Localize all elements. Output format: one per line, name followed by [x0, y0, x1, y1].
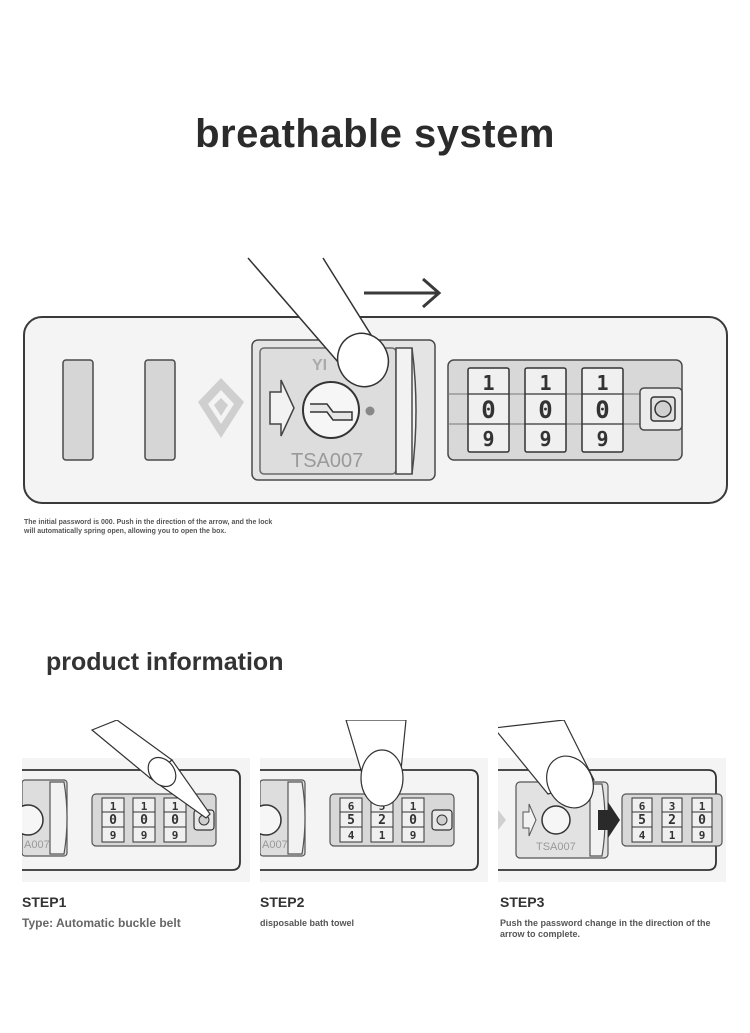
step2-dial-3: 1 0 9 — [401, 797, 425, 843]
dial-2-digit-below: 9 — [539, 427, 551, 451]
step3-description: Push the password change in the directio… — [500, 918, 711, 939]
step3-label: STEP3 — [500, 894, 545, 910]
step1-dial-1: 1 0 9 — [101, 797, 125, 843]
step1-dial-1-digit-below: 9 — [110, 829, 117, 842]
dial-3-digit-above: 1 — [596, 371, 608, 395]
dial-2-digit: 0 — [538, 396, 552, 424]
step2-dial-2-digit: 2 — [378, 813, 386, 828]
dial-1-digit: 0 — [481, 396, 495, 424]
step2-model-text: A007 — [262, 839, 288, 851]
step3-dial-3: 1 0 9 — [691, 797, 713, 843]
step2-dial-1-digit-below: 4 — [348, 829, 355, 842]
step1-model-text: A007 — [24, 839, 50, 851]
step3-dial-2: 3 2 1 — [661, 797, 683, 843]
step2-finger-pointer-icon — [345, 720, 407, 807]
step1-dial-3: 1 0 9 — [163, 797, 187, 843]
instruction-note: The initial password is 000. Push in the… — [24, 519, 273, 535]
step3-dial-2-digit-above: 3 — [669, 800, 676, 813]
dial-3-digit: 0 — [595, 396, 609, 424]
lock-model-text: TSA007 — [291, 450, 363, 472]
step3-dial-1-digit-above: 6 — [639, 800, 646, 813]
step3-dial-3-digit-above: 1 — [699, 800, 706, 813]
step3-dial-2-digit-below: 1 — [669, 829, 676, 842]
strap-slot-right — [144, 359, 176, 461]
step3-dial-2-digit: 2 — [668, 813, 676, 828]
step1-dial-2-digit-below: 9 — [141, 829, 148, 842]
finger-pointer-icon — [247, 257, 390, 388]
step3-slider-arrow-icon — [522, 803, 537, 837]
dial-2-digit-above: 1 — [539, 371, 551, 395]
step3-dial-3-digit: 0 — [698, 813, 706, 828]
step2-label: STEP2 — [260, 894, 305, 910]
dial-1[interactable]: 1 0 9 — [467, 367, 510, 453]
step1-dial-3-digit: 0 — [171, 813, 179, 828]
main-lock-diagram: YI TSA007 1 0 9 1 0 9 1 0 9 — [23, 257, 728, 504]
step1-dial-1-digit: 0 — [109, 813, 117, 828]
step2-dial-3-digit-below: 9 — [410, 829, 417, 842]
tsa-keyhole-icon — [302, 381, 360, 439]
step2-description: disposable bath towel — [260, 918, 355, 928]
step1-dial-3-digit-above: 1 — [172, 800, 179, 813]
lock-brand-text: YI — [312, 357, 327, 374]
step3-dial-1-digit: 5 — [638, 813, 646, 828]
step1-dial-2-digit: 0 — [140, 813, 148, 828]
step3-diagram: TSA007 6 5 4 3 2 1 1 0 9 — [498, 720, 726, 882]
reset-button[interactable] — [639, 387, 683, 431]
step3-dial-1-digit-below: 4 — [639, 829, 646, 842]
step1-label: STEP1 — [22, 894, 67, 910]
indicator-dot — [365, 406, 375, 416]
step1-description: Type: Automatic buckle belt — [22, 916, 181, 930]
slider-arrow-icon — [269, 379, 295, 437]
section-title: product information — [46, 648, 284, 676]
step3-dial-1: 6 5 4 — [631, 797, 653, 843]
step2-dial-3-digit-above: 1 — [410, 800, 417, 813]
step3-model-text: TSA007 — [536, 841, 576, 853]
step1-diagram: A007 1 0 9 1 0 9 1 0 9 — [22, 720, 250, 882]
step1-dial-2: 1 0 9 — [132, 797, 156, 843]
dial-1-digit-above: 1 — [482, 371, 494, 395]
step2-dial-3-digit: 0 — [409, 813, 417, 828]
step2-diagram: A007 6 5 4 5 2 1 1 0 9 — [260, 720, 488, 882]
tsa-diamond-logo-icon — [198, 378, 244, 438]
page-title: breathable system — [195, 112, 555, 156]
step2-dial-1-digit: 5 — [347, 813, 355, 828]
step2-dial-1: 6 5 4 — [339, 797, 363, 843]
dial-1-digit-below: 9 — [482, 427, 494, 451]
step3-dial-3-digit-below: 9 — [699, 829, 706, 842]
dial-2[interactable]: 1 0 9 — [524, 367, 567, 453]
step1-finger-pointer-icon — [90, 720, 211, 819]
step3-push-arrow-icon — [598, 802, 620, 838]
strap-slot-left — [62, 359, 94, 461]
step1-dial-2-digit-above: 1 — [141, 800, 148, 813]
dial-3-digit-below: 9 — [596, 427, 608, 451]
step2-dial-2-digit-below: 1 — [379, 829, 386, 842]
step1-dial-3-digit-below: 9 — [172, 829, 179, 842]
step3-finger-pointer-icon — [498, 720, 595, 809]
dial-3[interactable]: 1 0 9 — [581, 367, 624, 453]
step1-dial-1-digit-above: 1 — [110, 800, 117, 813]
push-direction-arrow-icon — [364, 277, 442, 309]
step2-dial-1-digit-above: 6 — [348, 800, 355, 813]
